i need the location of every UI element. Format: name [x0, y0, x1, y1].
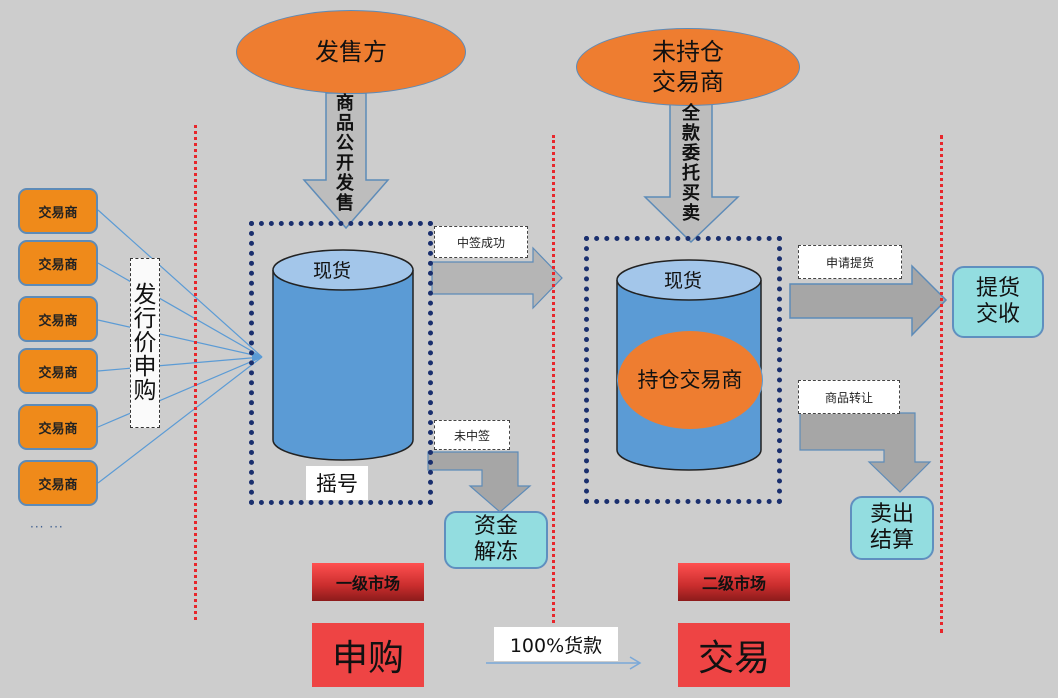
- trader-box: 交易商: [18, 460, 98, 506]
- win-label: 中签成功: [434, 226, 528, 258]
- delivery-request-label: 申请提货: [798, 245, 902, 279]
- secondary-dashed-box: [584, 236, 782, 504]
- divider-line-3: [940, 135, 943, 633]
- char: 行: [133, 306, 157, 332]
- fan-line: [97, 319, 263, 358]
- line: 卖出: [869, 502, 914, 527]
- line: 交收: [975, 302, 1020, 327]
- non-holder-trader-ellipse: 未持仓 交易商: [576, 28, 800, 106]
- fan-line: [97, 356, 263, 372]
- char: 委: [682, 143, 700, 164]
- char: 售: [336, 193, 354, 214]
- fan-line: [97, 209, 263, 358]
- line: 提货: [975, 276, 1020, 301]
- subscribe-action-box: 申购: [312, 623, 424, 687]
- win-right-arrow-icon: [431, 246, 563, 310]
- transfer-bent-arrow-icon: [799, 412, 932, 493]
- trader-box: 交易商: [18, 188, 98, 234]
- holder-label: 持仓交易商: [637, 368, 743, 392]
- trade-action-box: 交易: [678, 623, 790, 687]
- issuer-ellipse: 发售方: [236, 10, 466, 94]
- divider-line-2: [552, 135, 555, 623]
- char: 品: [336, 113, 354, 134]
- char: 公: [336, 133, 354, 154]
- divider-line-1: [194, 125, 197, 620]
- char: 发: [336, 173, 354, 194]
- delivery-right-arrow-icon: [789, 264, 948, 337]
- funds-unfreeze-box: 资金 解冻: [444, 511, 548, 569]
- fan-arrowhead-icon: [252, 352, 262, 362]
- line: 交易商: [652, 68, 724, 96]
- char: 买: [682, 183, 700, 204]
- fan-line: [97, 356, 263, 428]
- char: 全: [682, 103, 700, 124]
- line: 结算: [869, 528, 914, 553]
- issue-down-arrow-icon: [302, 92, 390, 230]
- char: 价: [133, 330, 157, 356]
- spot-cylinder-primary: [272, 249, 414, 461]
- char: 托: [682, 163, 700, 184]
- line: 解冻: [473, 540, 518, 565]
- char: 购: [133, 378, 157, 404]
- payment-arrowhead-icon: [629, 656, 642, 670]
- issue-arrow-text: 商 品 公 开 发 售: [336, 94, 354, 214]
- primary-dashed-box: [249, 221, 433, 505]
- char: 申: [133, 354, 157, 380]
- issuer-label: 发售方: [315, 38, 387, 66]
- lose-bent-arrow-icon: [427, 451, 532, 513]
- char: 开: [336, 153, 354, 174]
- line: 未持仓: [652, 38, 724, 66]
- entrust-down-arrow-icon: [643, 101, 740, 244]
- secondary-market-header: 二级市场: [678, 563, 790, 601]
- secondary-spot-label: 现货: [664, 270, 703, 292]
- trader-box: 交易商: [18, 296, 98, 342]
- trader-box: 交易商: [18, 404, 98, 450]
- holder-trader-ellipse: 持仓交易商: [617, 330, 763, 430]
- lottery-label: 摇号: [306, 466, 368, 500]
- fan-line: [97, 356, 263, 484]
- trader-box: 交易商: [18, 240, 98, 286]
- char: 卖: [682, 203, 700, 224]
- line: 资金: [473, 514, 518, 539]
- transfer-label: 商品转让: [798, 380, 900, 414]
- full-payment-label: 100%货款: [494, 627, 618, 661]
- more-traders-ellipsis: ··· ···: [30, 520, 64, 534]
- char: 商: [336, 93, 354, 114]
- subscription-lines: [97, 209, 263, 484]
- primary-spot-label: 现货: [313, 260, 352, 282]
- issue-price-subscribe-label: 发 行 价 申 购: [130, 258, 160, 428]
- primary-market-header: 一级市场: [312, 563, 424, 601]
- fan-line: [97, 262, 263, 358]
- trader-box: 交易商: [18, 348, 98, 394]
- entrust-arrow-text: 全 款 委 托 买 卖: [682, 104, 700, 224]
- delivery-box: 提货 交收: [952, 266, 1044, 338]
- char: 款: [682, 123, 700, 144]
- lose-label: 未中签: [434, 420, 510, 450]
- char: 发: [133, 282, 157, 308]
- sell-settle-box: 卖出 结算: [850, 496, 934, 560]
